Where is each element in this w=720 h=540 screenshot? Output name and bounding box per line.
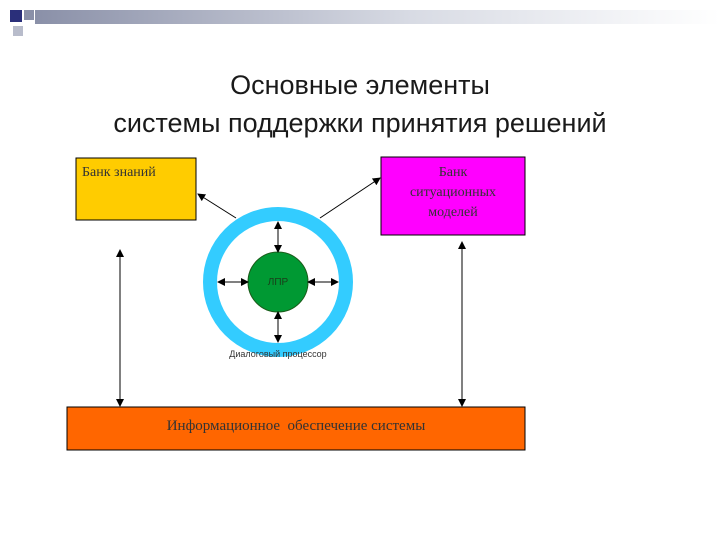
header-decoration [10,10,720,36]
model-bank-label: Банк ситуационных моделей [381,163,525,223]
page-title: Основные элементы системы поддержки прин… [0,66,720,142]
arrow-ring-to-model-bank [319,177,381,219]
title-line-1: Основные элементы [230,70,490,100]
decision-maker-label: ЛПР [267,277,289,288]
header-square-dark [10,10,22,22]
header-square-light [13,26,23,36]
info-support-box [66,406,526,451]
header-square-gray [24,10,34,20]
model-bank-label-line-1: Банк [438,165,468,180]
model-bank-label-line-2: ситуационных [409,185,497,200]
model-bank-label-line-3: моделей [428,205,478,220]
header-gradient-bar [35,10,720,24]
knowledge-bank-label: Банк знаний [82,165,156,180]
model-bank-box [380,156,526,236]
arrow-ring-to-knowledge-bank [197,193,237,219]
title-line-2: системы поддержки принятия решений [113,108,607,138]
dialog-processor-label: Диалоговый процессор [229,349,327,359]
info-support-label: Информационное обеспечение системы [166,418,426,434]
knowledge-bank-box [75,157,197,221]
